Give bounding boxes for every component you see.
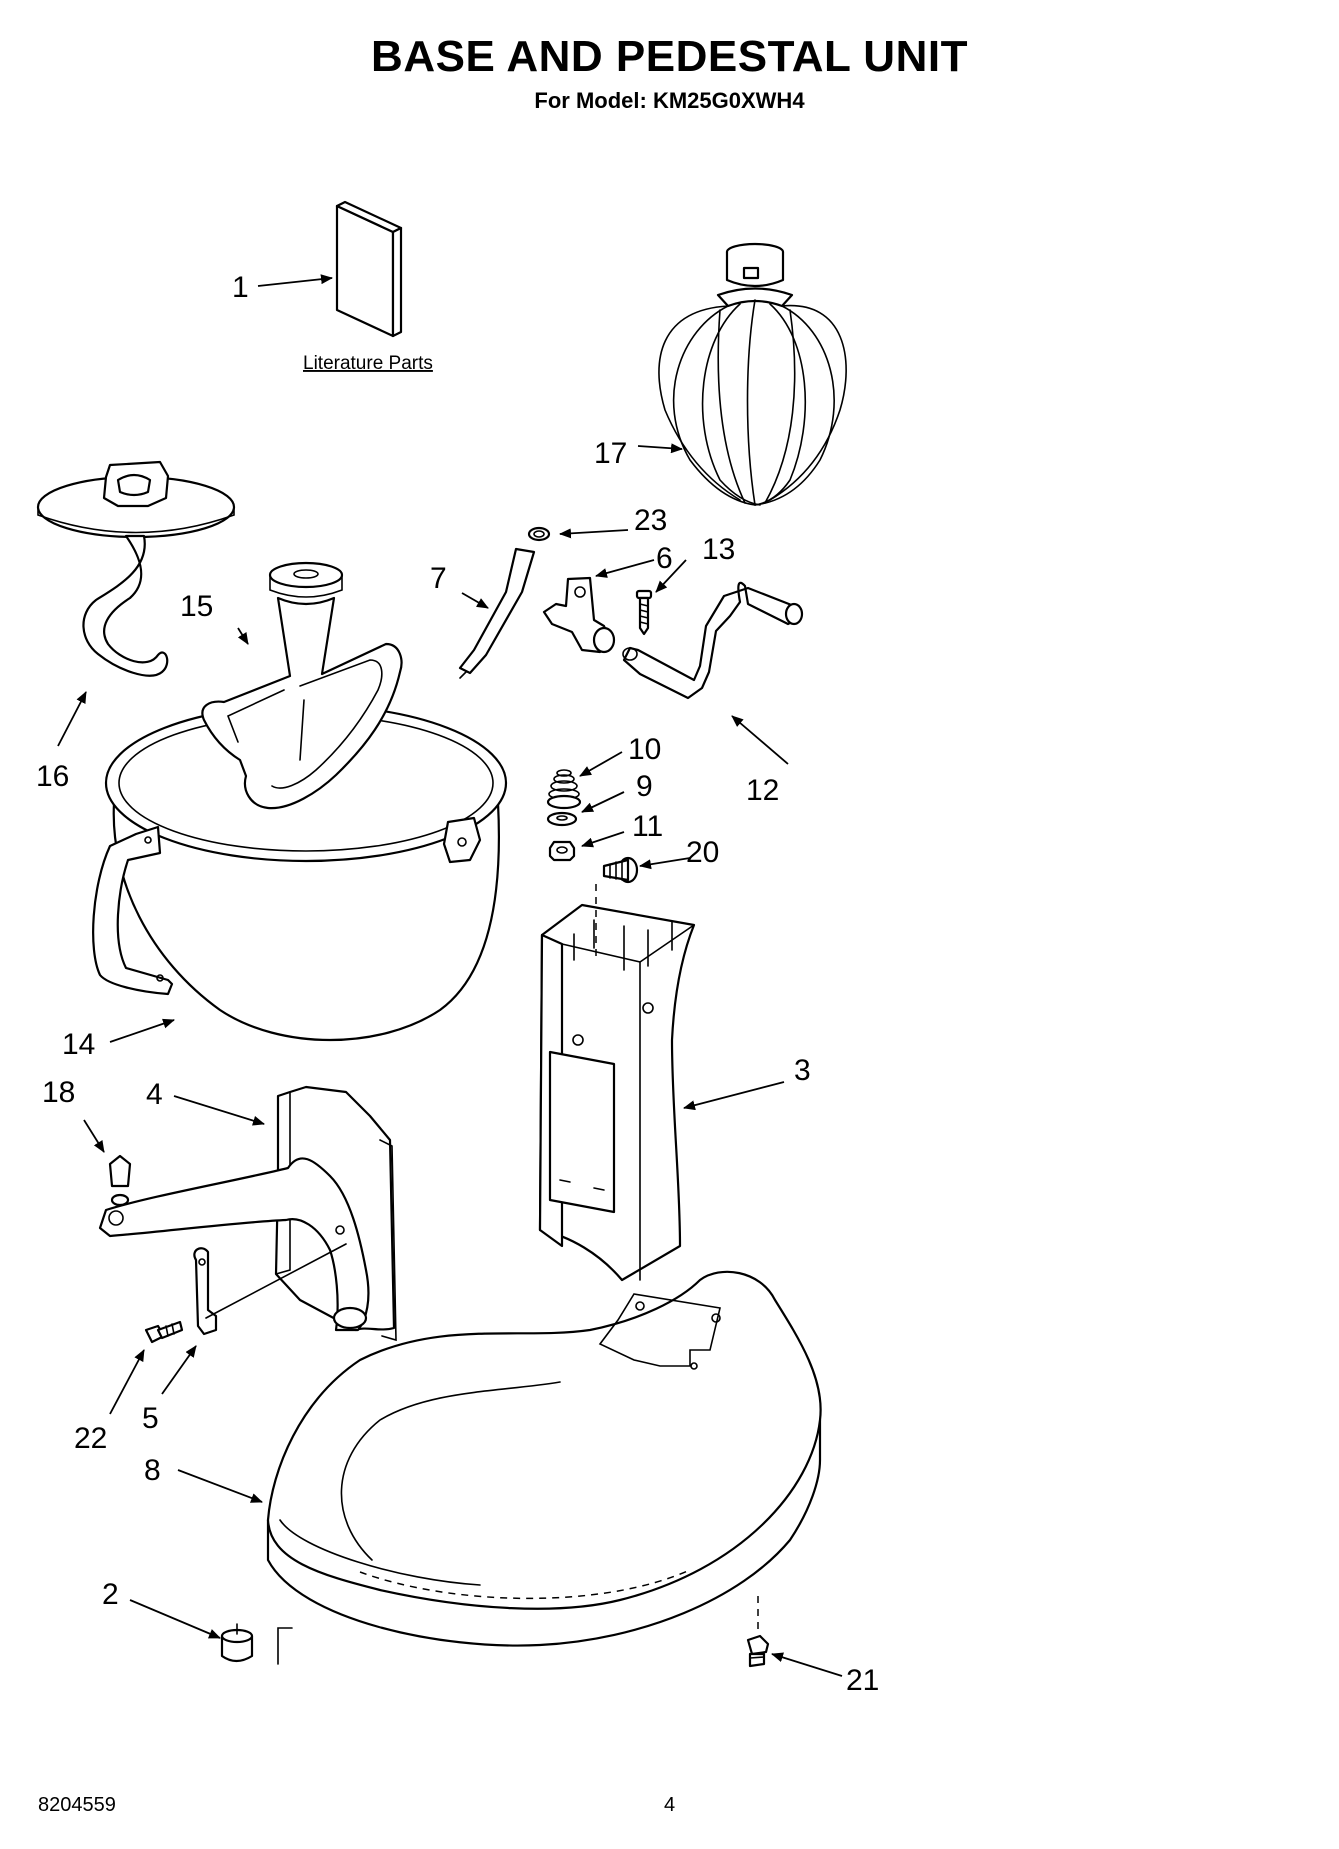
callout-2: 2 [102,1578,119,1611]
lift-handle-part-12 [622,581,804,700]
callout-12: 12 [746,774,779,807]
hinge-plate-part-5 [193,1243,347,1336]
bowl-support-part-4 [98,1085,397,1342]
washer-part-9 [546,811,578,827]
screw-part-20 [602,856,639,884]
literature-parts-label: Literature Parts [303,353,433,374]
document-number: 8204559 [38,1794,116,1816]
pedestal-part-3 [538,884,696,1282]
page-title: BASE AND PEDESTAL UNIT [371,32,968,81]
callout-numbers: 1 2 3 4 5 6 7 8 9 10 11 12 13 14 15 16 1… [36,271,879,1697]
callout-23: 23 [634,504,667,537]
callout-leaders [57,274,843,1677]
wire-whip-part-17 [658,242,847,506]
callout-5: 5 [142,1402,159,1435]
model-subtitle: For Model: KM25G0XWH4 [534,88,805,113]
base-part-8 [266,1270,822,1665]
page-number: 4 [663,1794,676,1816]
callout-11: 11 [632,810,663,843]
callout-18: 18 [42,1076,75,1109]
literature-booklet-part-1 [335,200,403,338]
callout-14: 14 [62,1028,95,1061]
callout-4: 4 [146,1078,163,1111]
foot-part-2 [220,1623,254,1663]
flat-beater-part-15 [201,561,403,810]
callout-8: 8 [144,1454,161,1487]
callout-16: 16 [36,760,69,793]
screw-part-13 [635,589,653,636]
bumper-part-18 [108,1154,132,1207]
callout-21: 21 [846,1664,879,1697]
screw-part-21 [746,1634,770,1668]
callout-22: 22 [74,1422,107,1455]
rod-part-7 [458,547,536,679]
callout-17: 17 [594,437,627,470]
retaining-ring-part-23 [527,526,551,542]
nut-part-11 [548,840,576,862]
callout-9: 9 [636,770,653,803]
lift-bracket-part-6 [542,576,616,654]
callout-7: 7 [430,562,447,595]
callout-15: 15 [180,590,213,623]
dough-hook-part-16 [36,460,236,677]
callout-10: 10 [628,733,661,766]
callout-1: 1 [232,271,249,304]
callout-6: 6 [656,542,673,575]
callout-20: 20 [686,836,719,869]
callout-3: 3 [794,1054,811,1087]
callout-13: 13 [702,533,735,566]
screw-part-22 [144,1320,184,1344]
spring-part-10 [546,769,582,810]
